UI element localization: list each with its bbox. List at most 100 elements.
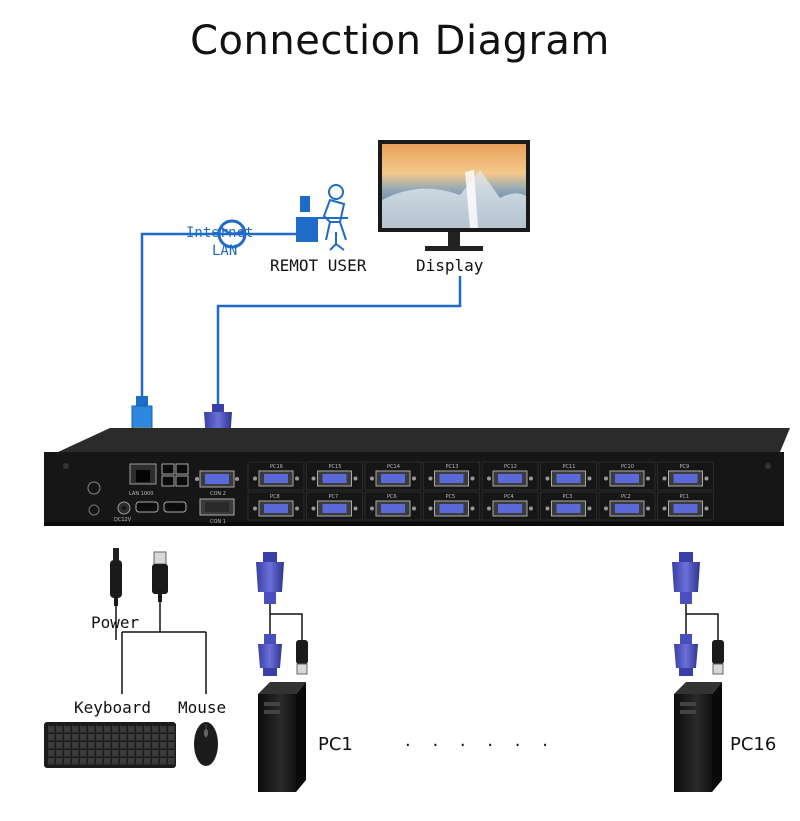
keyboard-key — [152, 742, 159, 749]
lan-port: LAN 1000 — [129, 463, 157, 497]
keyboard-key — [144, 758, 151, 765]
pc-port-label: PC15 — [329, 464, 342, 470]
keyboard-key — [80, 742, 87, 749]
power-plug-icon — [110, 548, 122, 606]
pc-port-bay — [247, 461, 305, 491]
pc-port-label: PC13 — [446, 464, 459, 470]
keyboard-key — [120, 726, 127, 733]
pc-vga-pins — [498, 504, 522, 513]
lan-label: LAN — [212, 243, 238, 259]
keyboard-key — [136, 726, 143, 733]
keyboard-key — [48, 742, 55, 749]
pc-port-screw — [412, 506, 416, 511]
pc-port-bay — [306, 491, 363, 521]
keyboard-key — [96, 734, 103, 741]
keyboard-key — [144, 742, 151, 749]
pc1-kvm-cable — [256, 552, 308, 676]
pc16-label: PC16 — [730, 734, 777, 755]
keyboard-key — [104, 742, 111, 749]
power-jack: DC12V — [114, 501, 132, 523]
pc-port-label: PC14 — [387, 464, 400, 470]
keyboard-key — [56, 726, 63, 733]
keyboard-key — [72, 726, 79, 733]
keyboard-key — [64, 726, 71, 733]
pc-port-label: PC11 — [563, 464, 576, 470]
pc-port-screw — [662, 476, 667, 481]
pc-port-bay — [364, 491, 422, 521]
keyboard-key — [120, 750, 127, 757]
keyboard-key — [152, 758, 159, 765]
keyboard-key — [120, 734, 127, 741]
keyboard-key — [64, 734, 71, 741]
kvm-switch-chassis — [44, 428, 790, 526]
keyboard-key — [96, 750, 103, 757]
keyboard-key — [104, 726, 111, 733]
keyboard-key — [88, 734, 95, 741]
keyboard-key — [48, 726, 55, 733]
pc-port-screw — [662, 506, 667, 511]
keyboard-key — [80, 758, 87, 765]
keyboard-key — [48, 734, 55, 741]
keyboard-key — [144, 734, 151, 741]
pc-port-bay — [306, 461, 363, 491]
keyboard-key — [72, 734, 79, 741]
usb-ports — [135, 463, 189, 513]
pc-port-screw — [604, 476, 608, 481]
keyboard-key — [80, 750, 87, 757]
pc-vga-pins — [615, 474, 639, 483]
pc-port-screw — [545, 476, 550, 481]
pc-port-screw — [529, 476, 533, 481]
pc-vga-pins — [439, 504, 464, 513]
keyboard-key — [88, 750, 95, 757]
keyboard-key — [160, 742, 167, 749]
pc-port-label: PC10 — [621, 464, 634, 470]
pc-port-screw — [311, 476, 316, 481]
keyboard-key — [64, 742, 71, 749]
console-port-label-1: CON 1 — [210, 519, 226, 525]
keyboard-key — [88, 726, 95, 733]
pc-port-screw — [253, 476, 257, 481]
pc-port-screw — [704, 476, 709, 481]
keyboard-key — [112, 742, 119, 749]
keyboard-key — [144, 750, 151, 757]
pc-vga-pins — [264, 504, 288, 513]
pc-vga-pins — [381, 504, 405, 513]
console-port-label-2: CON 2 — [210, 491, 226, 497]
pc-port-label: PC5 — [446, 494, 456, 500]
pc-port-bay — [657, 461, 714, 491]
keyboard-key — [152, 726, 159, 733]
remote-user-label: REMOT USER — [270, 256, 367, 275]
console-ports: CON 2 CON 1 — [195, 470, 239, 525]
keyboard-key — [112, 758, 119, 765]
keyboard-key — [136, 758, 143, 765]
pc-port-bay — [540, 461, 597, 491]
keyboard-key — [64, 750, 71, 757]
pc-port-screw — [353, 506, 358, 511]
pc16-tower-icon — [674, 682, 722, 792]
pc-vga-pins — [264, 474, 288, 483]
pc-port-label: PC8 — [270, 494, 280, 500]
keyboard-key — [168, 750, 175, 757]
pc-vga-pins — [556, 504, 581, 513]
keyboard-key — [160, 734, 167, 741]
pc-port-label: PC7 — [329, 494, 339, 500]
pc-vga-pins — [322, 474, 347, 483]
pc-port-screw — [646, 506, 650, 511]
pc-port-bay — [364, 461, 422, 491]
keyboard-key — [168, 758, 175, 765]
remote-user-icon — [296, 184, 348, 251]
mouse-label: Mouse — [178, 698, 227, 717]
keyboard-key — [64, 758, 71, 765]
keyboard-key — [112, 750, 119, 757]
pc-port-bay — [540, 491, 597, 521]
mouse-icon — [194, 722, 218, 766]
keyboard-key — [136, 750, 143, 757]
pc-port-bay — [423, 461, 480, 491]
pc-port-screw — [545, 506, 550, 511]
pc-vga-pins — [498, 474, 522, 483]
pc-port-screw — [470, 506, 475, 511]
keyboard-key — [96, 742, 103, 749]
keyboard-key — [48, 758, 55, 765]
keyboard-key — [80, 726, 87, 733]
pc-port-screw — [587, 476, 592, 481]
